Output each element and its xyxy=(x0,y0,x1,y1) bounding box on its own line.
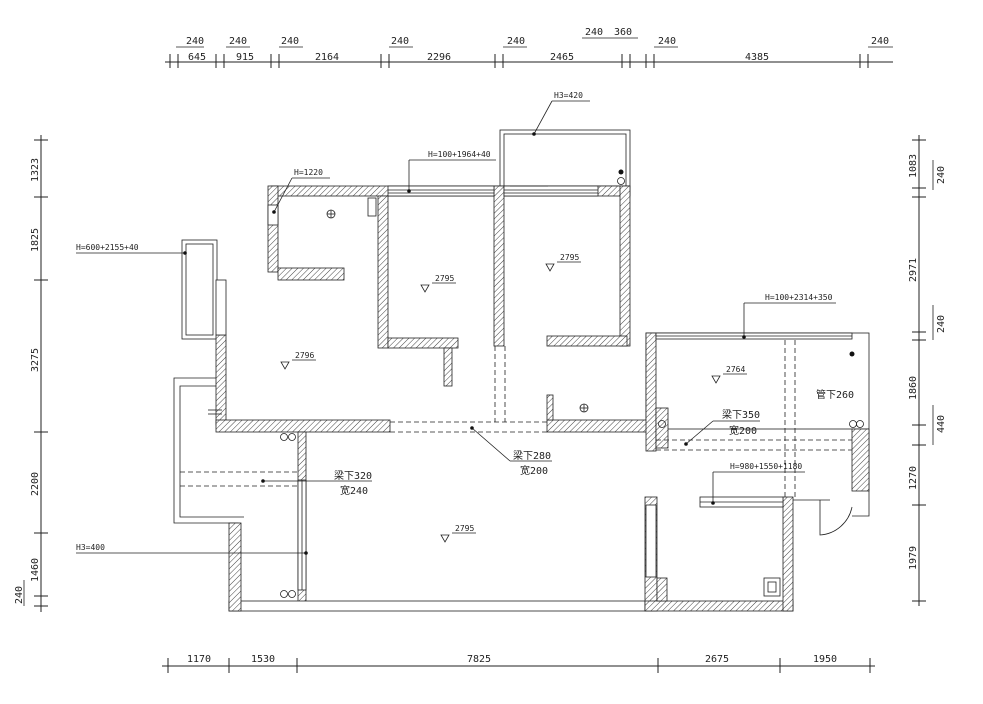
level-marker-icon xyxy=(545,263,555,272)
left-dimension-chain: 1323 1825 3275 2200 1460 240 xyxy=(14,135,48,612)
top-dim-10: 2465 xyxy=(550,52,574,63)
beam-label-350: 梁下350 xyxy=(722,408,760,421)
bottom-dim-4: 2675 xyxy=(705,654,729,665)
left-dim-4: 2200 xyxy=(30,472,41,496)
right-dim-4: 240 xyxy=(936,315,947,333)
pipe-icon xyxy=(280,433,288,441)
beam-width-200-mid: 宽200 xyxy=(520,464,548,477)
top-dim-8: 2296 xyxy=(427,52,451,63)
left-dim-5: 1460 xyxy=(30,558,41,582)
bottom-dimension-chain: 1170 1530 7825 2675 1950 xyxy=(162,654,875,673)
pipe-icon xyxy=(288,433,296,441)
top-dim-3: 240 xyxy=(229,36,247,47)
top-dim-11: 240 xyxy=(585,27,603,38)
annotation-h-left-window: H=600+2155+40 xyxy=(76,243,139,252)
drain-pipe-icon xyxy=(618,169,624,175)
drain-pipe-icon xyxy=(849,351,855,357)
beam-annotations: 梁下320 宽240 梁下280 宽200 梁下350 宽200 管下260 xyxy=(261,388,854,497)
left-dim-3: 3275 xyxy=(30,348,41,372)
level-mid-room: 2795 xyxy=(435,274,454,283)
fixtures xyxy=(208,169,864,598)
walls xyxy=(215,185,870,612)
beam-width-200-east: 宽200 xyxy=(729,424,757,437)
drain-pipe-icon xyxy=(617,177,625,185)
right-dim-3: 2971 xyxy=(908,258,919,282)
left-dim-2: 1825 xyxy=(30,228,41,252)
right-dim-1: 1083 xyxy=(908,154,919,178)
top-dim-14: 4385 xyxy=(745,52,769,63)
level-marker-icon xyxy=(711,375,721,384)
annotation-h-1220: H=1220 xyxy=(294,168,323,177)
top-dim-7: 240 xyxy=(391,36,409,47)
bottom-dim-5: 1950 xyxy=(813,654,837,665)
level-marker-icon xyxy=(440,534,450,543)
pipe-label-260: 管下260 xyxy=(816,388,854,401)
level-marker-icon xyxy=(280,361,290,370)
top-dim-2: 645 xyxy=(188,52,206,63)
door-swing-icon xyxy=(819,500,853,536)
flue-icon xyxy=(763,577,781,597)
height-annotations: H3=420 H=100+1964+40 H=1220 H=600+2155+4… xyxy=(76,91,836,555)
left-dim-6: 240 xyxy=(14,586,25,604)
level-markers: 2796 2795 2795 2764 2795 xyxy=(280,253,747,543)
windows xyxy=(215,185,853,591)
annotation-h3-top: H3=420 xyxy=(554,91,583,100)
annotation-h-right-window: H=100+2314+350 xyxy=(765,293,833,302)
top-dim-5: 240 xyxy=(281,36,299,47)
top-dim-15: 240 xyxy=(871,36,889,47)
level-left-room: 2796 xyxy=(295,351,314,360)
beam-lines xyxy=(180,340,852,500)
right-dim-8: 1979 xyxy=(908,546,919,570)
beam-label-280: 梁下280 xyxy=(513,449,551,462)
annotation-h3-left: H3=400 xyxy=(76,543,105,552)
top-dim-6: 2164 xyxy=(315,52,339,63)
top-dim-13: 240 xyxy=(658,36,676,47)
annotation-h-top-window: H=100+1964+40 xyxy=(428,150,491,159)
level-living: 2795 xyxy=(455,524,474,533)
top-dim-4: 915 xyxy=(236,52,254,63)
pipe-icon xyxy=(658,420,666,428)
bottom-dim-2: 1530 xyxy=(251,654,275,665)
pipe-icon xyxy=(856,420,864,428)
level-marker-icon xyxy=(420,284,430,293)
right-dimension-chain: 1083 240 2971 240 1860 440 1270 1979 xyxy=(908,135,947,606)
left-dim-1: 1323 xyxy=(30,158,41,182)
right-dim-6: 440 xyxy=(936,415,947,433)
pipe-icon xyxy=(280,590,288,598)
top-dim-9: 240 xyxy=(507,36,525,47)
top-dimension-chain: 240 645 240 915 240 2164 240 2296 240 24… xyxy=(165,27,893,68)
beam-label-320: 梁下320 xyxy=(334,469,372,482)
pipe-icon xyxy=(288,590,296,598)
right-dim-2: 240 xyxy=(936,166,947,184)
pipe-icon xyxy=(849,420,857,428)
bottom-dim-3: 7825 xyxy=(467,654,491,665)
annotation-h-kitchen-window: H=980+1550+1180 xyxy=(730,462,802,471)
level-east-room: 2764 xyxy=(726,365,745,374)
level-right-room: 2795 xyxy=(560,253,579,262)
right-dim-5: 1860 xyxy=(908,376,919,400)
top-dim-12: 360 xyxy=(614,27,632,38)
beam-width-240: 宽240 xyxy=(340,484,368,497)
bottom-dim-1: 1170 xyxy=(187,654,211,665)
right-dim-7: 1270 xyxy=(908,466,919,490)
top-dim-1: 240 xyxy=(186,36,204,47)
